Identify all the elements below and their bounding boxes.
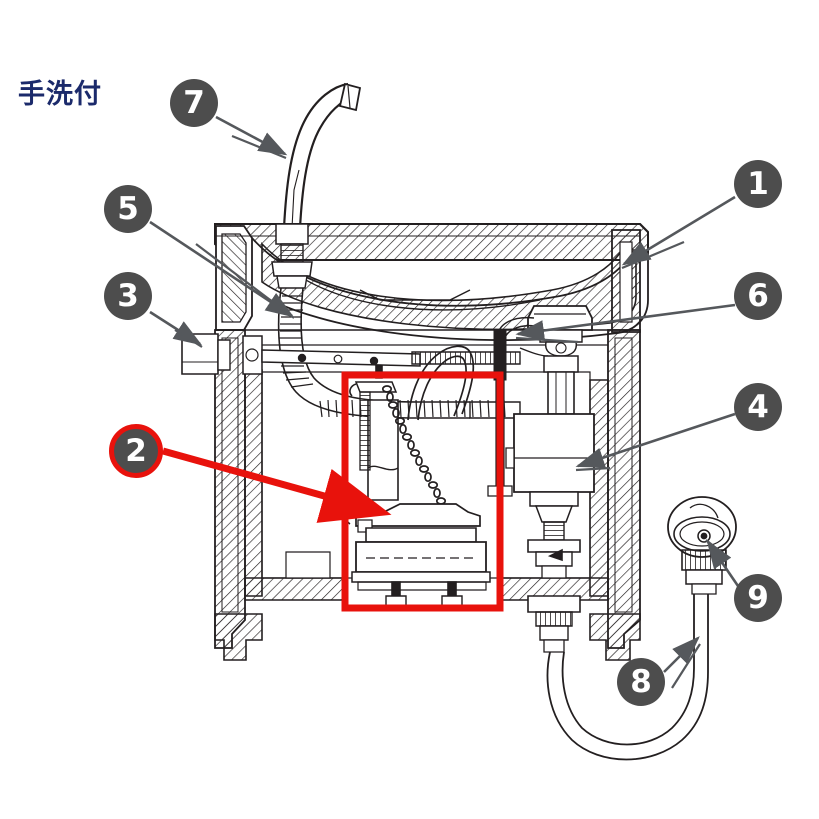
leader-9: [706, 539, 740, 587]
callout-number-9: 9: [747, 580, 769, 616]
callout-badge-6[interactable]: 6: [734, 272, 782, 320]
callout-number-7: 7: [183, 85, 205, 121]
flexible-supply-hose-part: [546, 594, 709, 761]
callout-badge-2[interactable]: 2: [109, 424, 163, 478]
tank-cross-section: [181, 82, 737, 761]
highlight-layer: [162, 371, 504, 612]
leader-1: [621, 195, 736, 266]
leader-3: [149, 310, 203, 346]
leader-7: [215, 115, 288, 156]
callout-badge-1[interactable]: 1: [734, 160, 782, 208]
callout-badge-3[interactable]: 3: [104, 272, 152, 320]
handwash-faucet-spout-part: [282, 82, 362, 229]
callout-badge-4[interactable]: 4: [734, 383, 782, 431]
callout-number-2: 2: [125, 433, 147, 469]
callout-number-4: 4: [747, 389, 769, 425]
callout-number-8: 8: [630, 664, 652, 700]
leader-6: [515, 303, 736, 341]
leader-8: [663, 636, 700, 673]
flush-handle-part: [181, 333, 421, 379]
callout-badge-5[interactable]: 5: [104, 185, 152, 233]
highlight-arrow: [162, 447, 392, 523]
fill-valve-body-part: [505, 355, 595, 653]
leader-4: [575, 412, 736, 468]
callout-badge-8[interactable]: 8: [617, 658, 665, 706]
callout-number-3: 3: [117, 278, 139, 314]
callout-leader-lines: [149, 115, 740, 689]
flapper-chain: [381, 385, 447, 505]
leader-5: [149, 220, 295, 318]
callout-badge-9[interactable]: 9: [734, 574, 782, 622]
callout-badge-7[interactable]: 7: [170, 79, 218, 127]
callout-number-6: 6: [747, 278, 769, 314]
faucet-base-fitting: [271, 223, 313, 289]
callout-number-1: 1: [747, 166, 769, 202]
angle-stop-valve-part: [667, 496, 737, 595]
variant-label: 手洗付: [18, 79, 102, 110]
callout-number-5: 5: [117, 191, 139, 227]
tank-walls: [214, 329, 641, 661]
